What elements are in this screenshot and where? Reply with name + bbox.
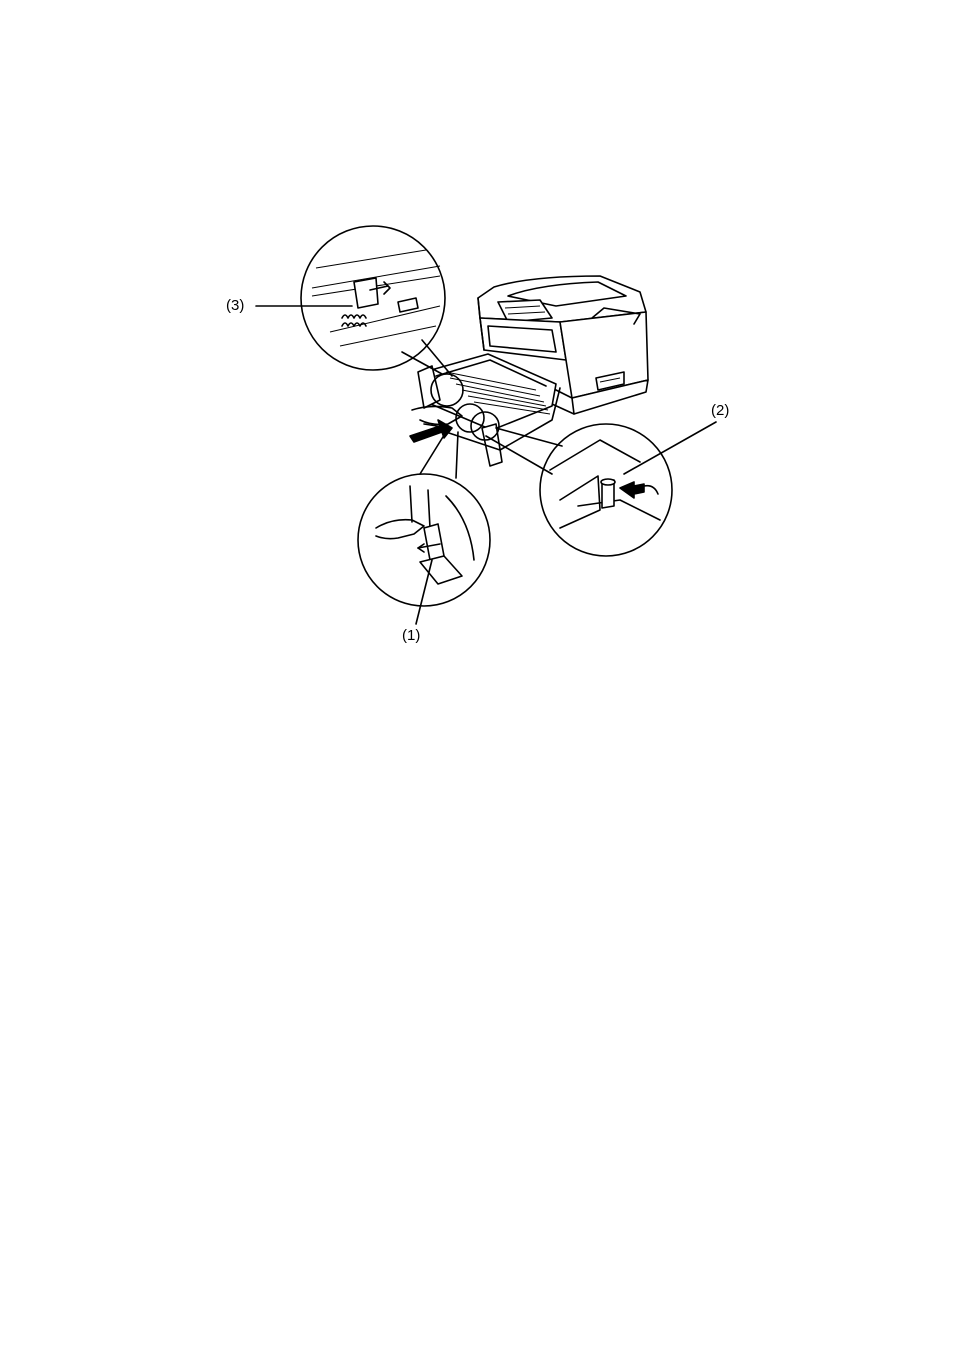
paper-tray — [410, 354, 560, 466]
callout-label-3: (3) — [226, 298, 244, 313]
detail-circle-2 — [486, 422, 716, 556]
callout-label-1: (1) — [402, 628, 420, 643]
detail-circle-1 — [358, 432, 490, 624]
callout-label-2: (2) — [711, 403, 729, 418]
detail-circle-3 — [256, 226, 452, 376]
